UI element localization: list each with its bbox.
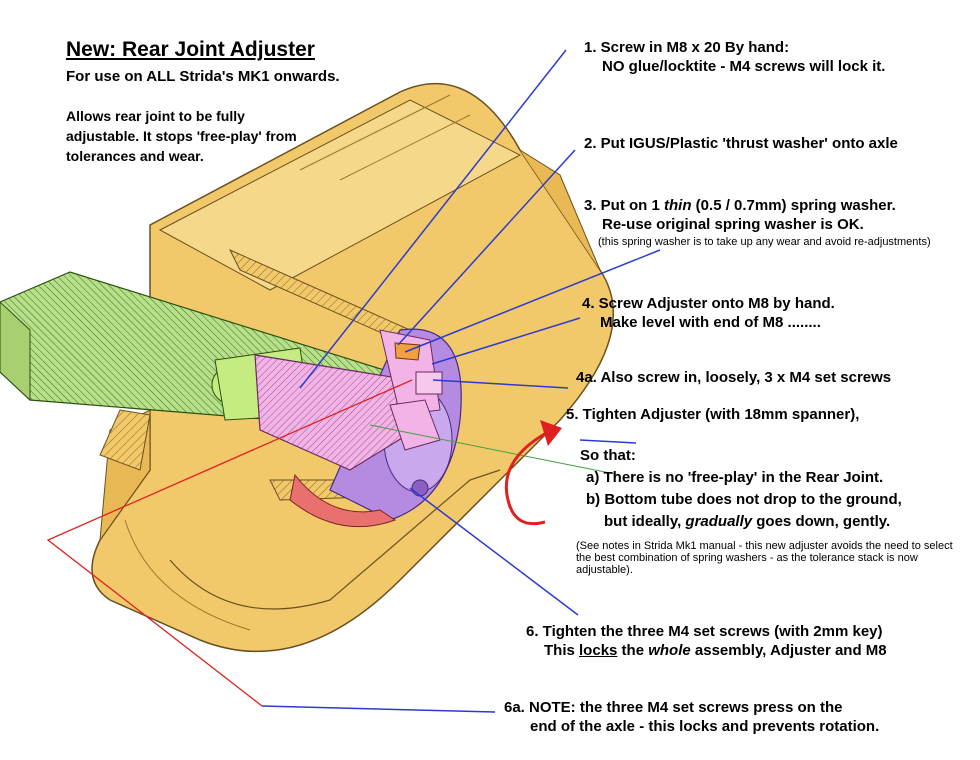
leader-5: [579, 439, 637, 444]
intro-text: Allows rear joint to be fully adjustable…: [66, 108, 297, 164]
leader-2: [397, 149, 576, 346]
red-leader-lines: [46, 379, 413, 707]
step-3-note: (this spring washer is to take up any we…: [598, 236, 931, 248]
arrow-head: [540, 420, 562, 446]
spring-washer: [289, 473, 397, 528]
step-5-a: a) There is no 'free-play' in the Rear J…: [586, 469, 884, 486]
leader-6: [409, 487, 579, 616]
leader-3: [404, 249, 661, 353]
m8-screw: [254, 329, 443, 471]
step-6: 6. Tighten the three M4 set screws (with…: [526, 622, 887, 660]
step-2-line1: 2. Put IGUS/Plastic 'thrust washer' onto…: [584, 135, 898, 152]
step-5-note: (See notes in Strida Mk1 manual - this n…: [576, 540, 953, 576]
leader-1: [299, 49, 567, 389]
step-4-line1: 4. Screw Adjuster onto M8 by hand.: [582, 295, 835, 312]
step-6a: 6a. NOTE: the three M4 set screws press …: [504, 698, 879, 736]
leader-lines: [261, 49, 661, 713]
step-1: 1. Screw in M8 x 20 By hand: NO glue/loc…: [584, 38, 885, 76]
step-4: 4. Screw Adjuster onto M8 by hand. Make …: [582, 294, 835, 332]
step-5-b1: b) Bottom tube does not drop to the grou…: [586, 491, 902, 508]
red-leader: [46, 379, 413, 707]
rotation-arrow: [504, 430, 549, 526]
step-5-line1: 5. Tighten Adjuster (with 18mm spanner),: [566, 406, 860, 423]
step-1-line2: NO glue/locktite - M4 screws will lock i…: [602, 58, 886, 75]
step-6-line1: 6. Tighten the three M4 set screws (with…: [526, 623, 883, 640]
step-3-line1: 3. Put on 1 thin (0.5 / 0.7mm) spring wa…: [584, 197, 896, 214]
step-6-line2: This locks the whole assembly, Adjuster …: [544, 642, 887, 659]
leader-4: [431, 317, 581, 365]
step-4-line2: Make level with end of M8 ........: [600, 314, 821, 331]
step-6a-line2: end of the axle - this locks and prevent…: [530, 718, 880, 735]
step-4a-line1: 4a. Also screw in, loosely, 3 x M4 set s…: [576, 369, 892, 386]
step-6a-line1: 6a. NOTE: the three M4 set screws press …: [504, 699, 843, 716]
step-5-b2: but ideally, gradually goes down, gently…: [604, 513, 891, 530]
leader-4a: [432, 379, 569, 389]
page-title: New: Rear Joint Adjuster: [66, 38, 315, 61]
step-5: 5. Tighten Adjuster (with 18mm spanner),: [566, 405, 859, 424]
step-3-line2: Re-use original spring washer is OK.: [602, 216, 864, 233]
step-2: 2. Put IGUS/Plastic 'thrust washer' onto…: [584, 134, 898, 153]
leader-6a: [261, 705, 496, 713]
center-line: [369, 424, 621, 476]
step-4a: 4a. Also screw in, loosely, 3 x M4 set s…: [576, 368, 891, 387]
step-1-line1: 1. Screw in M8 x 20 By hand:: [584, 39, 790, 56]
subtitle: For use on ALL Strida's MK1 onwards.: [66, 68, 340, 85]
step-3: 3. Put on 1 thin (0.5 / 0.7mm) spring wa…: [584, 196, 896, 234]
step-5-so-that: So that:: [580, 447, 636, 464]
